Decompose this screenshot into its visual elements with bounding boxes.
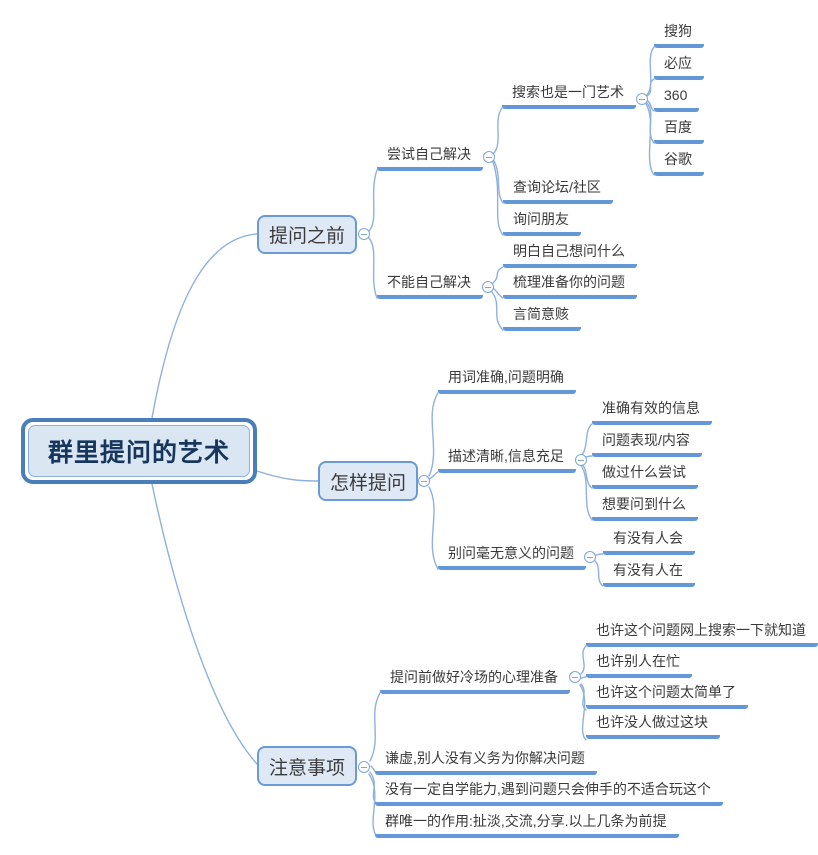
- subtopic[interactable]: 做过什么尝试: [592, 462, 698, 489]
- collapse-icon[interactable]: [569, 671, 581, 683]
- connector: [368, 169, 378, 232]
- subtopic[interactable]: 不能自己解决: [377, 272, 483, 299]
- subtopic[interactable]: 提问前做好冷场的心理准备: [380, 667, 570, 694]
- subtopic[interactable]: 言简意赅: [503, 304, 581, 331]
- connector: [646, 46, 655, 96]
- central-topic[interactable]: 群里提问的艺术: [21, 418, 257, 484]
- subtopic[interactable]: 百度: [654, 117, 704, 144]
- subtopic[interactable]: 360: [654, 85, 700, 112]
- collapse-icon[interactable]: [575, 454, 587, 466]
- subtopic[interactable]: 也许没人做过这块: [586, 712, 720, 739]
- connector: [368, 237, 378, 299]
- connector: [580, 676, 587, 679]
- subtopic[interactable]: 也许这个问题网上搜索一下就知道: [586, 620, 818, 647]
- connector: [579, 463, 593, 521]
- subtopic[interactable]: 也许别人在忙: [586, 651, 692, 678]
- central-topic-label: 群里提问的艺术: [28, 425, 250, 477]
- subtopic[interactable]: 尝试自己解决: [377, 144, 483, 171]
- subtopic[interactable]: 有没有人会: [603, 528, 695, 555]
- connector: [595, 553, 604, 556]
- subtopic[interactable]: 问题表现/内容: [592, 430, 702, 457]
- connector: [491, 291, 504, 331]
- connector: [493, 160, 504, 204]
- subtopic[interactable]: 没有一定自学能力,遇到问题只会伸手的不适合玩这个: [375, 779, 723, 806]
- collapse-icon[interactable]: [482, 281, 494, 293]
- connector: [492, 161, 504, 236]
- connector: [492, 287, 504, 299]
- connector: [151, 483, 258, 765]
- connector: [151, 233, 258, 419]
- subtopic[interactable]: 询问朋友: [503, 209, 581, 236]
- connector: [493, 107, 503, 154]
- collapse-icon[interactable]: [358, 228, 370, 240]
- main-topic-notes[interactable]: 注意事项: [257, 746, 357, 786]
- collapse-icon[interactable]: [418, 475, 430, 487]
- connector: [428, 392, 439, 477]
- subtopic[interactable]: 想要问到什么: [592, 494, 698, 521]
- connector: [428, 486, 439, 570]
- connector: [647, 100, 655, 112]
- subtopic[interactable]: 梳理准备你的问题: [503, 272, 637, 299]
- subtopic[interactable]: 搜索也是一门艺术: [502, 82, 636, 109]
- collapse-icon[interactable]: [483, 151, 495, 163]
- subtopic[interactable]: 查询论坛/社区: [503, 177, 613, 204]
- main-topic-before-asking[interactable]: 提问之前: [257, 215, 357, 254]
- collapse-icon[interactable]: [636, 93, 648, 105]
- subtopic[interactable]: 别问毫无意义的问题: [438, 543, 586, 570]
- connector: [492, 266, 504, 284]
- subtopic[interactable]: 也许这个问题太简单了: [586, 682, 748, 709]
- connector: [594, 560, 604, 587]
- connector: [646, 78, 655, 97]
- connector: [369, 692, 381, 762]
- subtopic[interactable]: 有没有人在: [603, 560, 695, 587]
- subtopic[interactable]: 搜狗: [654, 21, 704, 48]
- connector: [428, 471, 439, 480]
- collapse-icon[interactable]: [358, 761, 370, 773]
- connector: [579, 684, 587, 741]
- subtopic[interactable]: 明白自己想问什么: [503, 241, 637, 268]
- collapse-icon[interactable]: [584, 551, 596, 563]
- subtopic[interactable]: 用词准确,问题明确: [438, 367, 576, 394]
- connector: [645, 103, 655, 176]
- connector: [580, 423, 593, 457]
- subtopic[interactable]: 谦虚,别人没有义务为你解决问题: [375, 748, 597, 775]
- subtopic[interactable]: 必应: [654, 53, 704, 80]
- main-topic-how-to-ask[interactable]: 怎样提问: [318, 461, 418, 501]
- connector: [256, 470, 319, 482]
- subtopic[interactable]: 群唯一的作用:扯淡,交流,分享.以上几条为前提: [375, 811, 679, 838]
- subtopic[interactable]: 谷歌: [654, 149, 704, 176]
- connector: [580, 645, 587, 675]
- subtopic[interactable]: 描述清晰,信息充足: [438, 446, 576, 473]
- subtopic[interactable]: 准确有效的信息: [592, 398, 712, 425]
- connector: [368, 773, 378, 838]
